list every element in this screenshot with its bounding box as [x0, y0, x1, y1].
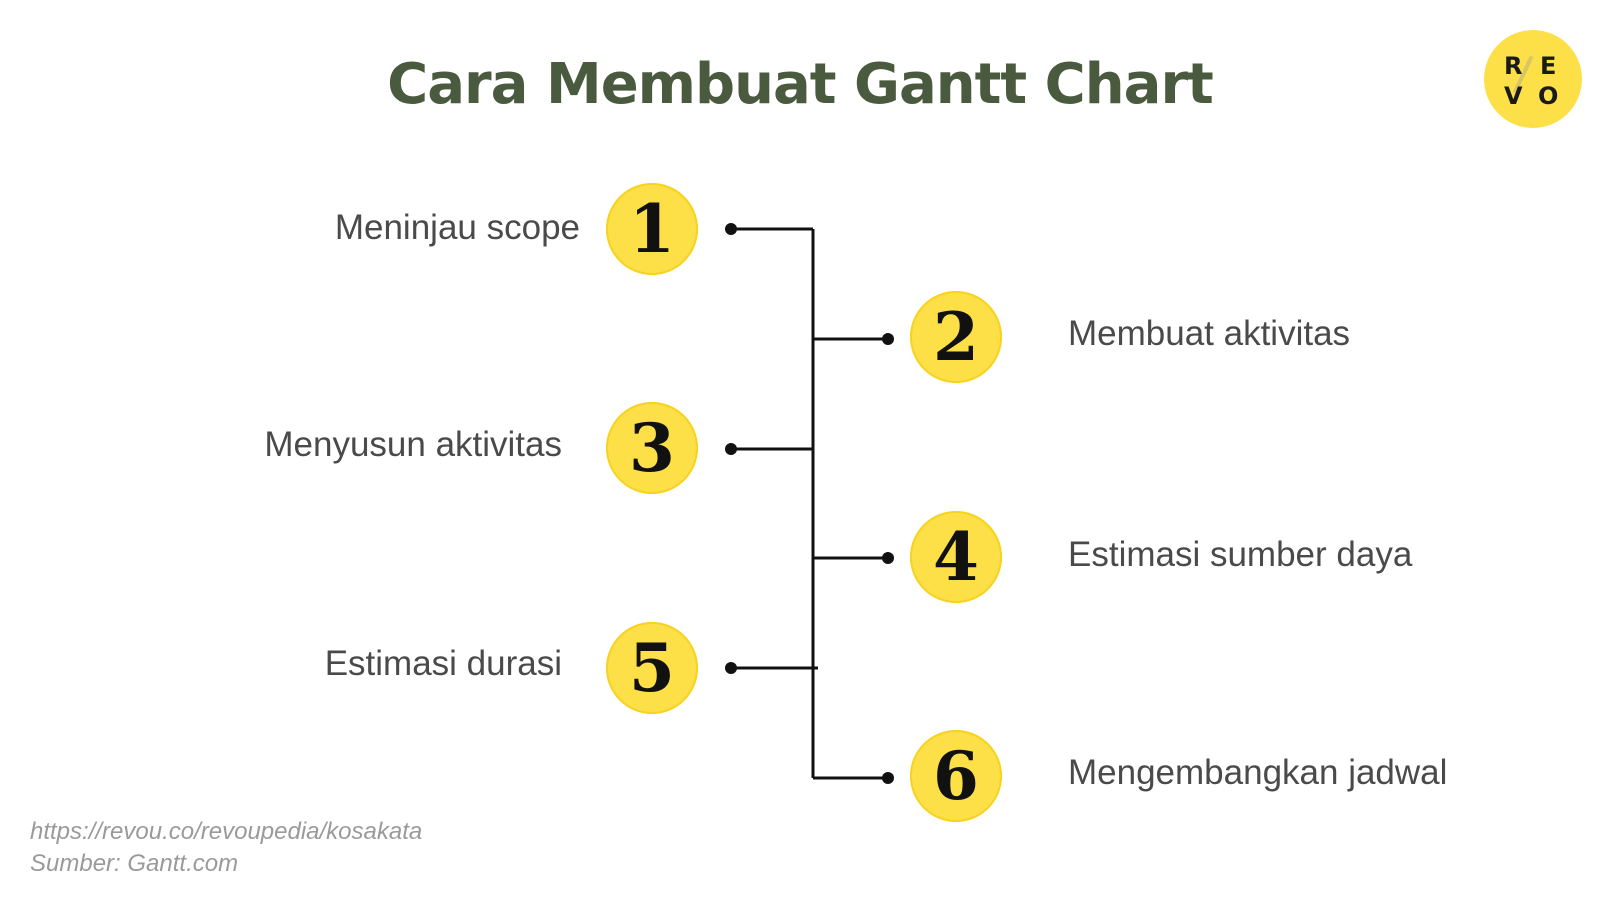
logo-letter-o: O [1538, 82, 1559, 110]
page-title: Cara Membuat Gantt Chart [387, 52, 1214, 117]
step-badge-2: 2 [910, 291, 1002, 383]
revo-logo: R E V O [1484, 30, 1582, 128]
step-label-6: Mengembangkan jadwal [1068, 753, 1448, 792]
step-label-2: Membuat aktivitas [1068, 314, 1351, 353]
step-badge-3: 3 [606, 402, 698, 494]
step-badge-6: 6 [910, 730, 1002, 822]
connector-dot-1 [725, 223, 737, 235]
connector-dot-2 [882, 333, 894, 345]
step-label-3: Menyusun aktivitas [264, 425, 562, 464]
step-number-2: 2 [933, 298, 979, 376]
step-number-5: 5 [629, 629, 675, 707]
footer-source: Sumber: Gantt.com [30, 850, 239, 877]
step-badge-5: 5 [606, 622, 698, 714]
step-badge-1: 1 [606, 183, 698, 275]
step-number-6: 6 [933, 737, 979, 815]
footer-url: https://revou.co/revoupedia/kosakata [30, 818, 423, 845]
step-label-5: Estimasi durasi [324, 644, 562, 683]
step-number-1: 1 [629, 190, 675, 268]
step-label-4: Estimasi sumber daya [1068, 535, 1413, 574]
logo-letter-e: E [1540, 52, 1557, 80]
logo-letter-v: V [1504, 82, 1523, 110]
step-number-4: 4 [933, 518, 979, 596]
logo-letter-r: R [1504, 52, 1523, 80]
step-label-1: Meninjau scope [334, 208, 580, 247]
connector-dot-3 [725, 443, 737, 455]
connector-dot-4 [882, 552, 894, 564]
connector-dot-6 [882, 772, 894, 784]
connector-dot-5 [725, 662, 737, 674]
step-number-3: 3 [629, 409, 675, 487]
step-badge-4: 4 [910, 511, 1002, 603]
